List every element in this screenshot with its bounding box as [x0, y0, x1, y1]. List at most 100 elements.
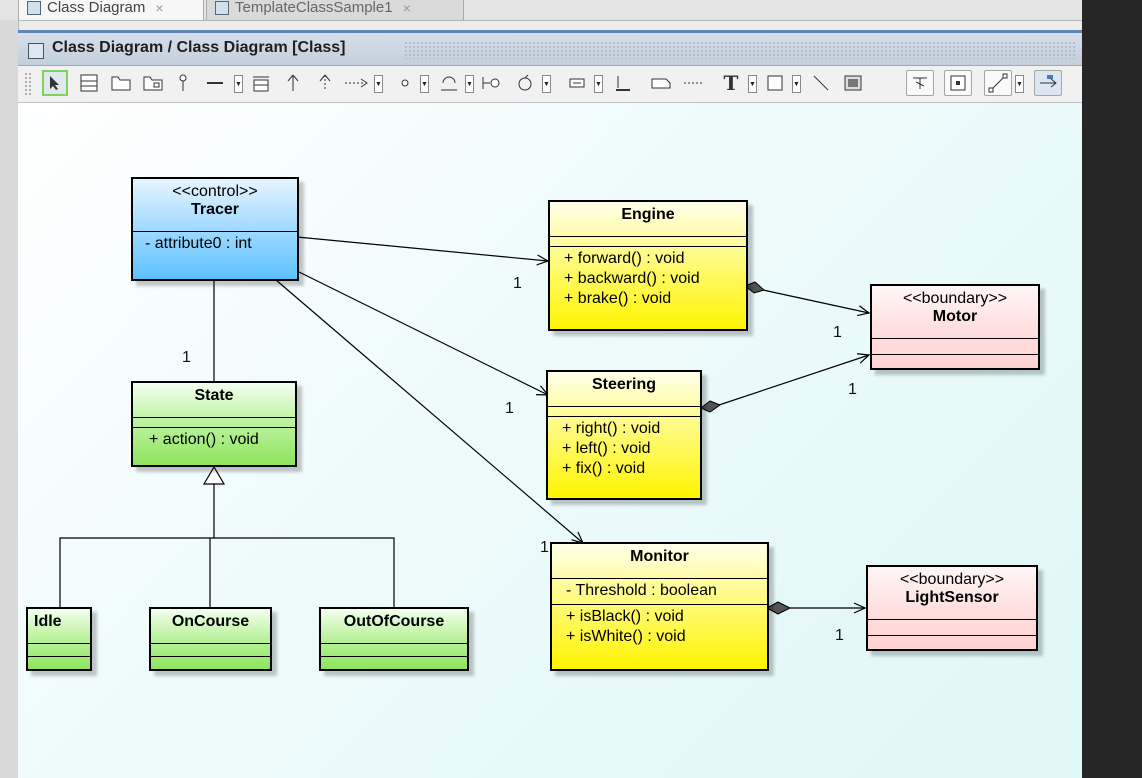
multiplicity-label: 1	[848, 381, 857, 398]
route-tool[interactable]	[984, 70, 1012, 96]
attribute-compartment	[872, 338, 1038, 354]
class-outofcourse[interactable]: OutOfCourse	[319, 607, 469, 671]
operation[interactable]: + right() : void	[562, 420, 661, 437]
route-icon	[988, 73, 1008, 93]
constraint-tool[interactable]	[648, 70, 674, 96]
attribute-compartment: - Threshold : boolean	[552, 578, 767, 604]
class-state[interactable]: State + action() : void	[131, 381, 297, 467]
package-tool[interactable]	[108, 70, 134, 96]
class-tracer[interactable]: <<control>> Tracer - attribute0 : int	[131, 177, 299, 281]
association-tool[interactable]	[202, 70, 228, 96]
left-panel-strip	[0, 20, 19, 778]
editor-tab-bar: Class Diagram × TemplateClassSample1 ×	[0, 0, 1082, 21]
class-steering[interactable]: Steering + right() : void + left() : voi…	[546, 370, 702, 500]
package-icon	[111, 76, 131, 91]
close-icon[interactable]: ×	[155, 0, 164, 16]
interface-dropdown[interactable]: ▼	[420, 75, 429, 93]
tab-template-class-sample[interactable]: TemplateClassSample1 ×	[206, 0, 464, 20]
attribute[interactable]: - Threshold : boolean	[566, 582, 717, 599]
multiplicity-label: 1	[505, 400, 514, 417]
tab-class-diagram[interactable]: Class Diagram ×	[18, 0, 204, 20]
association-icon	[518, 74, 532, 91]
app-window: Class Diagram × TemplateClassSample1 × C…	[0, 0, 1082, 778]
generalization-icon	[319, 74, 331, 91]
attribute[interactable]: - attribute0 : int	[145, 235, 252, 252]
diagram-icon	[27, 0, 41, 15]
class-engine[interactable]: Engine + forward() : void + backward() :…	[548, 200, 748, 331]
pan-icon	[1040, 75, 1057, 88]
operation[interactable]: + brake() : void	[564, 290, 672, 307]
pointer-tool[interactable]	[42, 70, 68, 96]
class-stereotype: <<boundary>>	[902, 290, 1008, 307]
grid-icon	[950, 75, 966, 91]
operation[interactable]: + isWhite() : void	[566, 628, 686, 645]
composition-diamond	[744, 281, 766, 294]
zoom-tool[interactable]	[906, 70, 934, 96]
operation[interactable]: + fix() : void	[562, 460, 646, 477]
class-lightsensor[interactable]: <<boundary>> LightSensor	[866, 565, 1038, 651]
line-tool[interactable]	[808, 70, 834, 96]
rectangle-tool[interactable]	[762, 70, 788, 96]
class-monitor[interactable]: Monitor - Threshold : boolean + isBlack(…	[550, 542, 769, 671]
self-association-dropdown[interactable]: ▼	[542, 75, 551, 93]
text-tool[interactable]: T	[723, 71, 739, 95]
operation[interactable]: + backward() : void	[564, 270, 700, 287]
dependency-tool[interactable]	[342, 70, 372, 96]
association-tracer-engine[interactable]	[296, 236, 548, 261]
pin-tool[interactable]	[170, 70, 196, 96]
class-icon	[253, 76, 269, 92]
operation[interactable]: + action() : void	[149, 431, 259, 448]
note-tool[interactable]	[564, 70, 590, 96]
required-interface-tool[interactable]	[436, 70, 462, 96]
toolbar-grip[interactable]	[24, 72, 32, 96]
realization-tool[interactable]	[312, 70, 338, 96]
interface-tool[interactable]	[392, 70, 418, 96]
grid-tool[interactable]	[944, 70, 972, 96]
class-name: LightSensor	[905, 589, 999, 606]
window-background	[1082, 0, 1142, 778]
attribute-compartment	[548, 406, 700, 416]
class-idle[interactable]: Idle	[26, 607, 92, 671]
interface-icon	[441, 76, 457, 91]
operation[interactable]: + isBlack() : void	[566, 608, 684, 625]
pan-tool[interactable]	[1034, 70, 1062, 96]
note-dropdown[interactable]: ▼	[594, 75, 603, 93]
association-tracer-steering[interactable]	[296, 270, 548, 395]
class-name: Steering	[591, 376, 656, 393]
class-name: Idle	[34, 613, 62, 630]
tab-label: TemplateClassSample1	[235, 0, 393, 16]
self-association-tool[interactable]	[512, 70, 538, 96]
rectangle-icon	[651, 78, 671, 89]
class-name: Engine	[621, 206, 675, 223]
class-name: Motor	[932, 308, 978, 325]
dotted-line-tool[interactable]	[680, 70, 706, 96]
text-dropdown[interactable]: ▼	[748, 75, 757, 93]
aggregation-tool[interactable]	[248, 70, 274, 96]
route-dropdown[interactable]: ▼	[1015, 75, 1024, 93]
composition-steering-motor[interactable]	[718, 355, 869, 406]
class-motor[interactable]: <<boundary>> Motor	[870, 284, 1040, 370]
composition-engine-motor[interactable]	[762, 289, 869, 313]
image-tool[interactable]	[840, 70, 866, 96]
association-dropdown[interactable]: ▼	[234, 75, 243, 93]
close-icon[interactable]: ×	[402, 0, 411, 16]
rectangle-dropdown[interactable]: ▼	[792, 75, 801, 93]
generalization-tool[interactable]	[280, 70, 306, 96]
title-bar-grip	[404, 41, 1076, 59]
diagram-canvas[interactable]: <<control>> Tracer - attribute0 : int En…	[18, 103, 1082, 778]
subsystem-icon	[143, 76, 163, 91]
subsystem-tool[interactable]	[140, 70, 166, 96]
class-tool[interactable]	[76, 70, 102, 96]
class-stereotype: <<boundary>>	[899, 571, 1005, 588]
dependency-dropdown[interactable]: ▼	[374, 75, 383, 93]
operation-compartment	[868, 635, 1036, 645]
class-oncourse[interactable]: OnCourse	[149, 607, 272, 671]
anchor-tool[interactable]	[610, 70, 636, 96]
association-tracer-monitor[interactable]	[275, 279, 583, 543]
operation[interactable]: + left() : void	[562, 440, 651, 457]
port-tool[interactable]	[478, 70, 504, 96]
operation[interactable]: + forward() : void	[564, 250, 685, 267]
generalization-tree[interactable]	[59, 484, 395, 608]
attribute-compartment	[550, 236, 746, 246]
required-interface-dropdown[interactable]: ▼	[465, 75, 474, 93]
